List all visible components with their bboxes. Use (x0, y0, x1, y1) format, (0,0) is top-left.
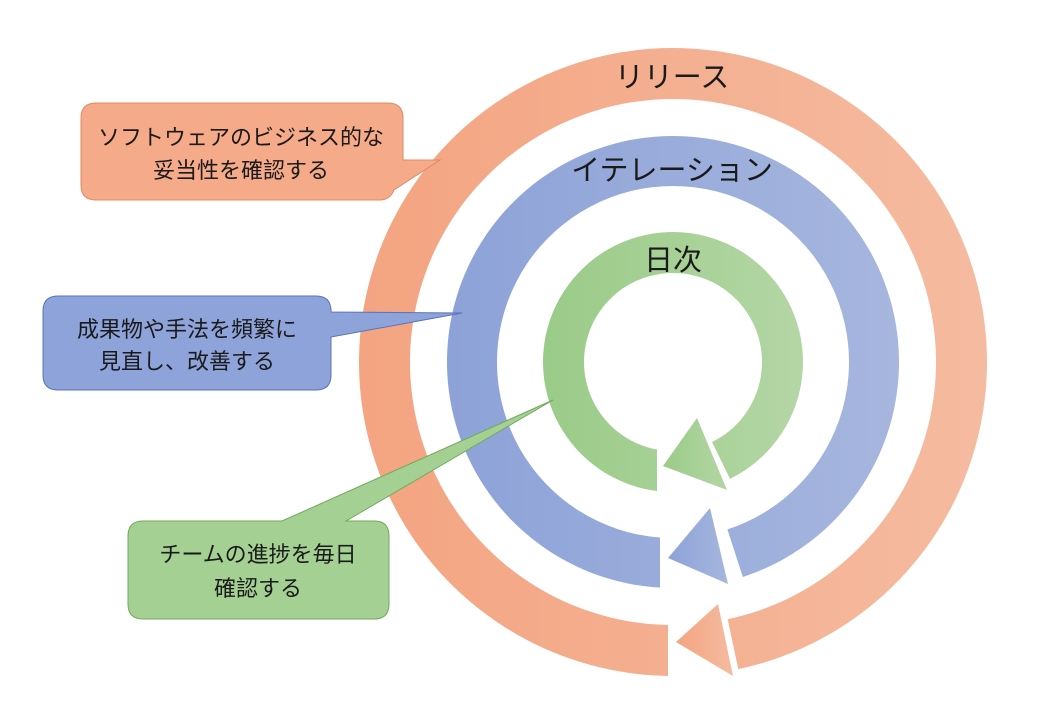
iteration-callout: 成果物や手法を頻繁に 見直し、改善する (42, 295, 463, 391)
daily-callout-bubble (127, 399, 554, 620)
iteration-arrowhead-icon (668, 508, 728, 584)
iteration-label: イテレーション (571, 153, 773, 187)
iteration-ring-arc (446, 136, 899, 588)
release-callout: ソフトウェアのビジネス的な 妥当性を確認する (80, 102, 442, 201)
release-callout-line-2: 妥当性を確認する (153, 159, 329, 184)
iteration-callout-bubble (42, 295, 463, 391)
daily-ring-arc (542, 231, 803, 492)
daily-callout-line-1: チームの進捗を毎日 (159, 543, 356, 568)
release-callout-line-1: ソフトウェアのビジネス的な (98, 126, 384, 151)
release-label: リリース (615, 60, 730, 94)
daily-callout: チームの進捗を毎日 確認する (127, 399, 554, 620)
release-callout-bubble (80, 102, 442, 201)
daily-label: 日次 (644, 243, 702, 277)
daily-arrowhead-icon (663, 418, 727, 490)
iteration-callout-line-1: 成果物や手法を頻繁に (77, 318, 297, 343)
iteration-callout-line-2: 見直し、改善する (99, 350, 275, 375)
iteration-cycle-arrow (446, 136, 899, 588)
daily-cycle-arrow (542, 231, 803, 492)
daily-callout-line-2: 確認する (214, 577, 302, 602)
release-arrowhead-icon (676, 604, 733, 676)
release-cycle-arrow (358, 48, 987, 676)
